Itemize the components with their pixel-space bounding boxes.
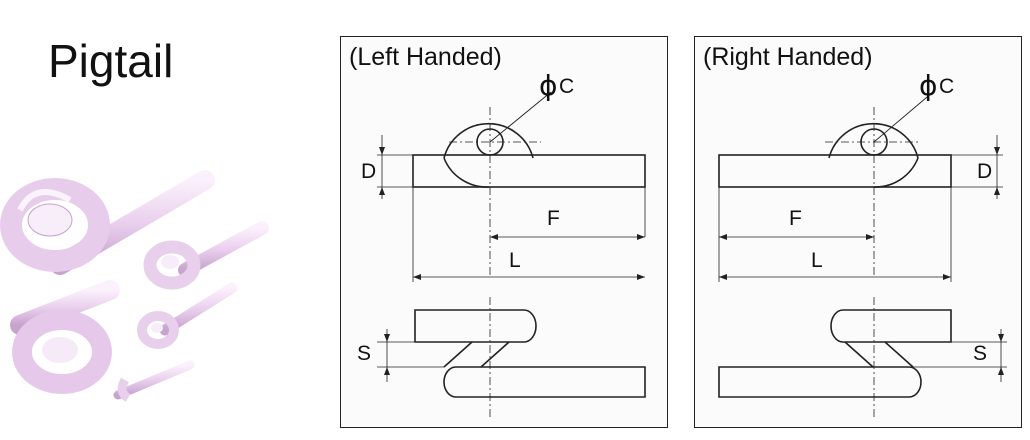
right-handed-title: (Right Handed) <box>703 43 873 71</box>
label-l: L <box>811 249 823 272</box>
page-title: Pigtail <box>48 35 174 87</box>
left-handed-drawing <box>377 91 646 417</box>
right-handed-drawing <box>718 91 1007 417</box>
pigtail-piece-large <box>0 170 215 275</box>
label-l: L <box>509 249 521 272</box>
label-s: S <box>973 342 988 365</box>
left-handed-diagram: (Left Handed) ϕ C D F L S <box>340 36 668 428</box>
label-d: D <box>361 160 377 183</box>
pigtail-piece-medium <box>143 221 269 290</box>
right-handed-diagram: (Right Handed) ϕ C D F L S <box>694 36 1022 428</box>
diameter-symbol: ϕ <box>539 69 558 102</box>
label-s: S <box>357 342 372 365</box>
coil-lower-arc <box>443 157 490 188</box>
side-view-upper-tube <box>414 309 537 343</box>
pigtail-piece-small <box>137 282 238 349</box>
coil-lower-arc <box>873 157 919 188</box>
label-d: D <box>977 160 993 183</box>
label-f: F <box>547 207 560 230</box>
label-c: C <box>559 75 575 98</box>
coil-outline <box>443 122 534 159</box>
side-view-lower-tube <box>443 366 646 398</box>
side-view-upper-tube <box>830 309 952 343</box>
coil-outline <box>828 122 919 159</box>
pigtail-piece-bottom-left <box>10 280 120 394</box>
label-c: C <box>939 75 955 98</box>
tube-body <box>718 154 952 188</box>
left-handed-title: (Left Handed) <box>349 43 502 71</box>
label-f: F <box>789 207 802 230</box>
pigtail-piece-tiny <box>113 360 195 402</box>
tube-body <box>412 154 646 188</box>
diameter-symbol: ϕ <box>919 69 938 102</box>
pigtail-product-photo <box>0 140 300 440</box>
side-view-lower-tube <box>718 366 922 398</box>
